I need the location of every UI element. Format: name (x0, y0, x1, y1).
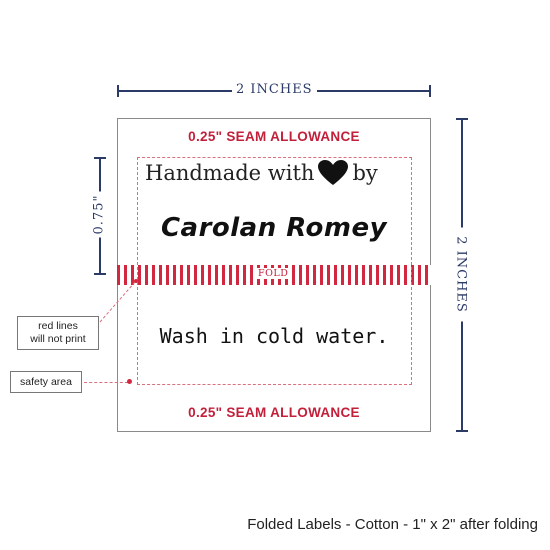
safety-area-leader-dot (127, 379, 132, 384)
red-lines-callout: red lines will not print (17, 316, 99, 350)
handmade-prefix: Handmade with (145, 161, 315, 185)
height-dim-label: 2 INCHES (453, 227, 469, 322)
handmade-suffix: by (352, 161, 378, 185)
caption: Folded Labels - Cotton - 1" x 2" after f… (247, 516, 538, 533)
fold-dim-label: 0.75" (91, 191, 107, 238)
heart-icon (318, 160, 349, 186)
safety-area-box (137, 157, 412, 385)
red-lines-leader (99, 279, 138, 323)
safety-area-leader (84, 382, 128, 383)
fold-text: FOLD (255, 268, 292, 279)
seam-allowance-bottom: 0.25" SEAM ALLOWANCE (188, 405, 360, 420)
handmade-line: Handmade with by (145, 160, 378, 186)
safety-area-callout: safety area (10, 371, 82, 393)
width-dim-label: 2 INCHES (232, 82, 317, 97)
seam-allowance-top: 0.25" SEAM ALLOWANCE (188, 129, 360, 144)
maker-name: Carolan Romey (160, 213, 388, 243)
red-lines-callout-line1: red lines (38, 320, 78, 332)
care-instruction: Wash in cold water. (159, 324, 389, 348)
red-lines-callout-line2: will not print (30, 333, 86, 345)
fold-dim-bottom-tick (94, 273, 106, 275)
